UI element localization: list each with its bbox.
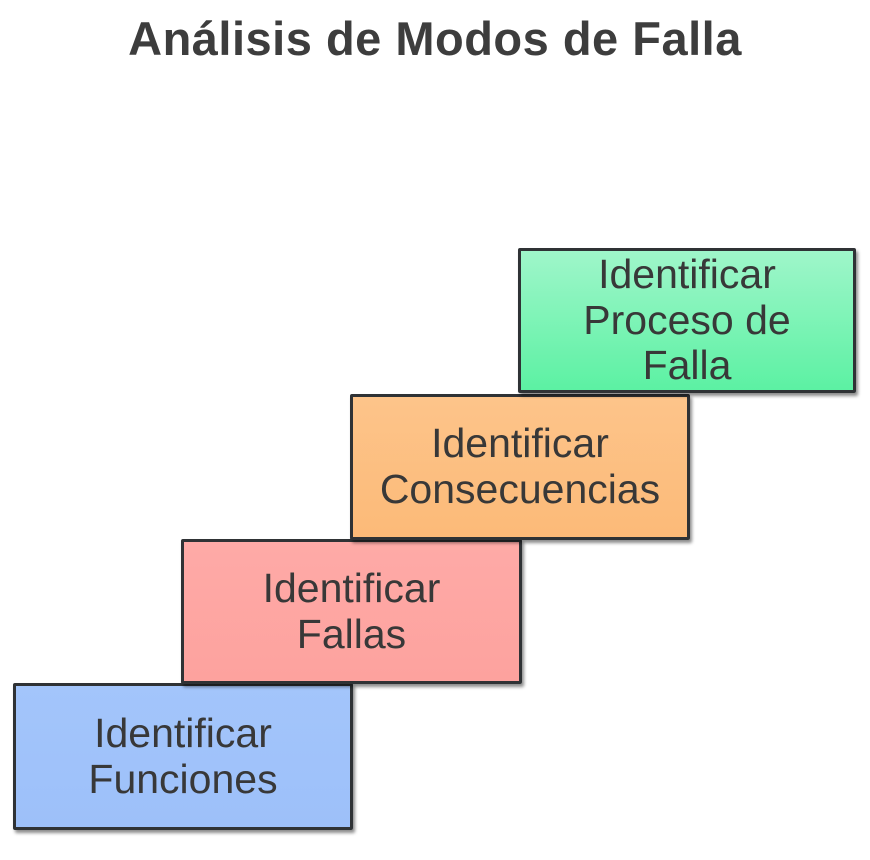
step-label-identificar-consecuencias: Identificar Consecuencias [379, 420, 661, 512]
diagram-title: Análisis de Modos de Falla [128, 12, 742, 65]
step-identificar-consecuencias: Identificar Consecuencias [350, 394, 690, 540]
step-label-identificar-funciones: Identificar Funciones [88, 709, 278, 802]
step-label-identificar-fallas: Identificar Fallas [262, 564, 441, 657]
step-identificar-funciones: Identificar Funciones [13, 683, 353, 830]
step-identificar-proceso-de-falla: Identificar Proceso de Falla [518, 248, 856, 393]
step-label-identificar-proceso-de-falla: Identificar Proceso de Falla [583, 250, 791, 389]
step-identificar-fallas: Identificar Fallas [181, 539, 522, 684]
